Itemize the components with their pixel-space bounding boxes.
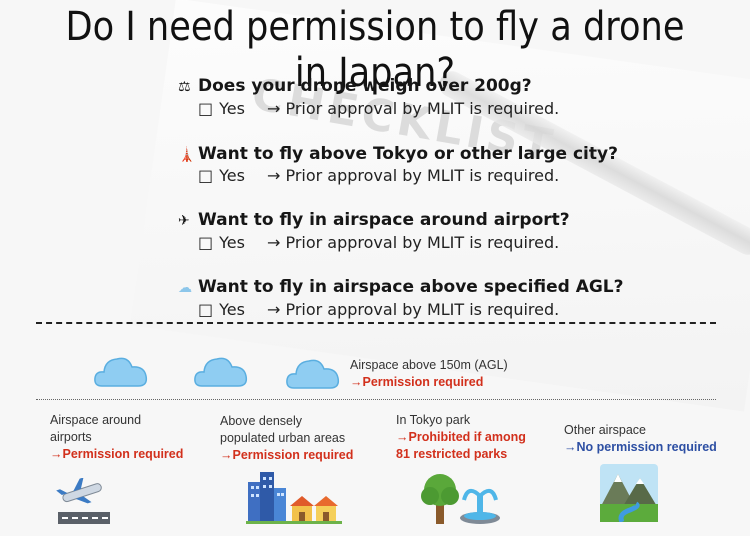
- answer-agl[interactable]: □Yes→ Prior approval by MLIT is required…: [198, 300, 560, 319]
- question-weight: ⚖Does your drone weigh over 200g?: [178, 76, 532, 96]
- answer-city[interactable]: □Yes→ Prior approval by MLIT is required…: [198, 166, 560, 185]
- status-badge: →Permission required: [50, 447, 184, 461]
- zone-airports-label: Airspace around airports →Permission req…: [50, 413, 184, 461]
- mountain-river-icon: [600, 464, 658, 522]
- checkbox-icon[interactable]: □: [198, 99, 214, 118]
- zone-urban-label: Above densely populated urban areas →Per…: [220, 414, 354, 462]
- cloud-icon: ☁: [178, 280, 192, 296]
- scale-icon: ⚖: [178, 79, 191, 95]
- airport-runway-icon: [56, 478, 110, 524]
- zone-agl-label: Airspace above 150m (AGL) →Permission re…: [350, 358, 508, 389]
- dotted-divider: [36, 399, 716, 400]
- question-city: 🗼Want to fly above Tokyo or other large …: [178, 144, 618, 164]
- cloud-icon: [94, 357, 148, 387]
- status-badge: →Permission required: [350, 375, 484, 389]
- checkbox-icon[interactable]: □: [198, 300, 214, 319]
- park-tree-fountain-icon: [421, 474, 500, 524]
- answer-weight[interactable]: □Yes→ Prior approval by MLIT is required…: [198, 99, 560, 118]
- zone-park-label: In Tokyo park →Prohibited if among 81 re…: [396, 413, 526, 461]
- answer-airport[interactable]: □Yes→ Prior approval by MLIT is required…: [198, 233, 560, 252]
- checkbox-icon[interactable]: □: [198, 166, 214, 185]
- cloud-icon: [286, 359, 340, 389]
- dashed-divider: [36, 322, 716, 324]
- status-badge: →Prohibited if among: [396, 430, 526, 444]
- tower-icon: 🗼: [178, 147, 196, 163]
- airplane-icon: ✈: [178, 213, 190, 229]
- question-agl: ☁Want to fly in airspace above specified…: [178, 277, 624, 297]
- status-badge: →No permission required: [564, 440, 717, 454]
- question-airport: ✈Want to fly in airspace around airport?: [178, 210, 570, 230]
- zone-other-label: Other airspace →No permission required: [564, 423, 717, 454]
- page-title: Do I need permission to fly a drone in J…: [65, 4, 685, 96]
- status-badge: →Permission required: [220, 448, 354, 462]
- cloud-icon: [194, 357, 248, 387]
- city-buildings-icon: [246, 472, 342, 524]
- checkbox-icon[interactable]: □: [198, 233, 214, 252]
